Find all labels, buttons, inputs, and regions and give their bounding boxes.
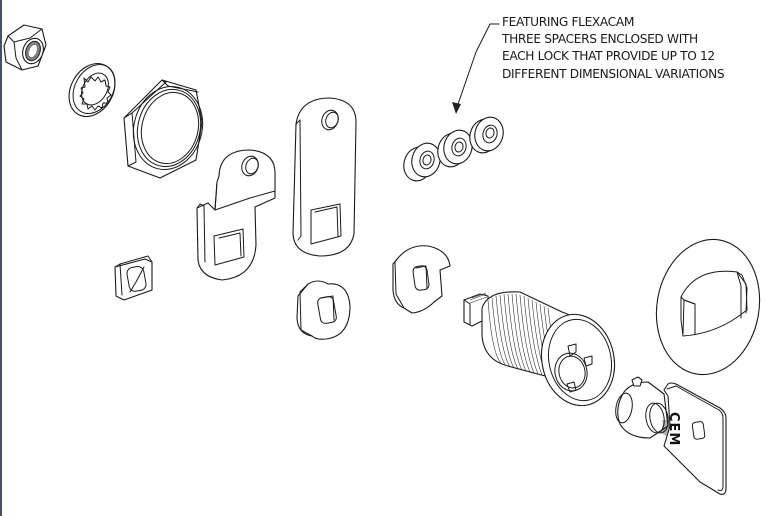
stop-washer-small [296, 280, 351, 340]
callout-line-2: THREE SPACERS ENCLOSED WITH [502, 32, 698, 47]
key [615, 376, 727, 495]
hex-nut [3, 24, 47, 71]
callout-line-1: FEATURING FLEXACAM [502, 15, 634, 29]
callout-leader [452, 23, 500, 114]
straight-cam [292, 97, 357, 257]
anti-rotation-washer [655, 238, 761, 376]
key-logo-text: CEM [666, 412, 681, 447]
callout-line-3: EACH LOCK THAT PROVIDE UP TO 12 [502, 49, 715, 64]
left-window-edge [0, 0, 2, 516]
star-lock-washer [68, 63, 116, 117]
callout-line-4: DIFFERENT DIMENSIONAL VARIATIONS [502, 66, 725, 81]
stop-washer-large [392, 245, 451, 314]
lock-cylinder [463, 291, 616, 407]
flexacam-spacers [403, 116, 504, 182]
square-spacer [114, 255, 153, 301]
flexacam-callout: FEATURING FLEXACAM THREE SPACERS ENCLOSE… [502, 14, 725, 83]
offset-cam [196, 149, 276, 281]
mounting-hex-nut [123, 79, 204, 179]
